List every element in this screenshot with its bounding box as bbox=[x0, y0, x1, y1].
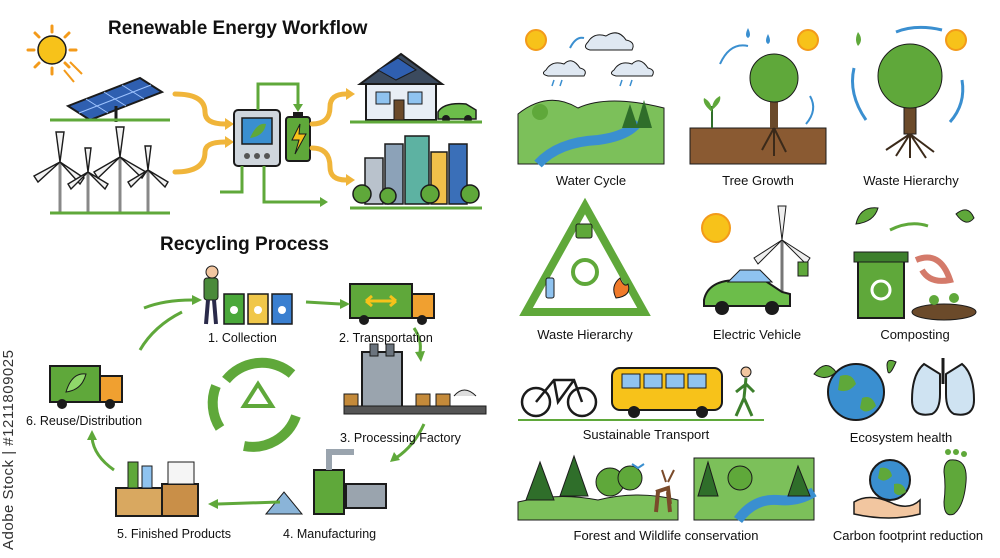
recycling-step-reuse: 6. Reuse/Distribution bbox=[26, 414, 143, 428]
tile-forest-wildlife bbox=[517, 454, 817, 524]
processing-factory-icon bbox=[343, 343, 487, 415]
tile-caption-electric-vehicle: Electric Vehicle bbox=[712, 327, 802, 342]
tile-caption-water-cycle: Water Cycle bbox=[555, 173, 627, 188]
collection-icon bbox=[203, 265, 293, 325]
recycling-process-diagram bbox=[49, 265, 487, 517]
tile-caption-ecosystem-health: Ecosystem health bbox=[849, 430, 953, 445]
city-icon bbox=[350, 135, 482, 210]
recycling-step-processing: 3. Processing Factory bbox=[340, 431, 461, 445]
renewable-energy-title: Renewable Energy Workflow bbox=[108, 18, 368, 39]
transport-truck-icon bbox=[349, 283, 435, 325]
tile-caption-waste-hierarchy-2: Waste Hierarchy bbox=[537, 327, 633, 342]
wind-turbines-icon bbox=[32, 126, 170, 215]
tile-waste-hierarchy-triangle bbox=[519, 197, 651, 316]
house-icon bbox=[350, 52, 482, 124]
tile-waste-hierarchy-tree bbox=[851, 25, 967, 159]
renewable-energy-diagram bbox=[26, 24, 482, 215]
tile-caption-waste-hierarchy-1: Waste Hierarchy bbox=[863, 173, 959, 188]
tile-caption-sustainable-transport: Sustainable Transport bbox=[582, 427, 710, 442]
tile-composting bbox=[853, 207, 977, 321]
recycling-step-transportation: 2. Transportation bbox=[339, 331, 433, 345]
tile-caption-carbon-footprint: Carbon footprint reduction bbox=[832, 528, 984, 543]
stock-watermark: Adobe Stock | #1211809025 bbox=[0, 349, 17, 550]
tile-tree-growth bbox=[689, 28, 827, 165]
recycling-step-collection: 1. Collection bbox=[208, 331, 277, 345]
solar-panel-icon bbox=[50, 76, 170, 122]
tile-caption-forest-wildlife: Forest and Wildlife conservation bbox=[573, 528, 759, 543]
tile-ecosystem-health bbox=[813, 358, 976, 421]
recycle-symbol-icon bbox=[207, 357, 301, 452]
tile-carbon-footprint bbox=[853, 449, 967, 519]
tile-water-cycle bbox=[517, 29, 665, 168]
tile-caption-composting: Composting bbox=[880, 327, 950, 342]
sun-icon bbox=[26, 24, 83, 83]
tile-caption-tree-growth: Tree Growth bbox=[722, 173, 794, 188]
energy-controller-icon bbox=[233, 109, 311, 167]
reuse-truck-icon bbox=[49, 365, 123, 409]
recycling-step-finished: 5. Finished Products bbox=[117, 527, 231, 541]
recycling-step-manufacturing: 4. Manufacturing bbox=[283, 527, 377, 541]
tile-sustainable-transport bbox=[518, 366, 764, 421]
manufacturing-icon bbox=[264, 449, 387, 515]
finished-products-icon bbox=[115, 461, 199, 517]
recycling-process-title: Recycling Process bbox=[160, 234, 329, 255]
tile-electric-vehicle bbox=[701, 205, 811, 315]
